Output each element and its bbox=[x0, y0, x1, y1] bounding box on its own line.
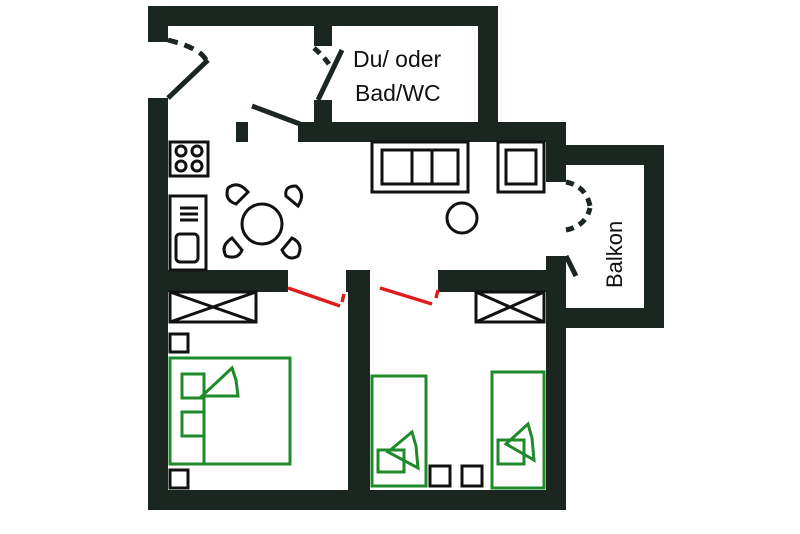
nightstand-icon bbox=[168, 332, 484, 490]
wall-bath-left-upper bbox=[314, 6, 332, 46]
stove-icon bbox=[168, 140, 210, 178]
bathroom-label-line2: Bad/WC bbox=[355, 80, 441, 106]
wall-top-bath bbox=[318, 6, 498, 26]
bed-icon bbox=[490, 370, 546, 490]
entry-door-swing bbox=[167, 37, 209, 62]
wall-entry-left-upper bbox=[148, 6, 168, 42]
armchair-icon bbox=[496, 140, 546, 194]
bedroom1-door-tick bbox=[340, 293, 346, 303]
bed-icon bbox=[370, 374, 428, 488]
bath-door bbox=[315, 48, 345, 102]
balcony-door-swing-top bbox=[565, 179, 593, 207]
balcony-label: Balkon bbox=[602, 221, 627, 288]
entry-door bbox=[166, 58, 210, 100]
balcony-top bbox=[546, 145, 664, 165]
bedroom2-door bbox=[379, 286, 433, 306]
hall-door bbox=[251, 103, 301, 127]
wall-bath-right bbox=[478, 6, 498, 140]
bedroom2-door-tick bbox=[434, 289, 440, 299]
wall-entry-left-lower bbox=[148, 98, 168, 498]
balcony-door-swing-bottom bbox=[565, 207, 593, 233]
round-table-icon bbox=[445, 201, 479, 235]
sofa-icon bbox=[370, 140, 470, 194]
walls bbox=[148, 6, 664, 510]
doors bbox=[166, 37, 593, 278]
wall-top-left bbox=[148, 6, 328, 26]
balcony-right bbox=[644, 145, 664, 327]
bed-icon bbox=[168, 356, 292, 466]
wall-bath-bottom bbox=[298, 122, 564, 142]
wall-bottom bbox=[148, 490, 566, 510]
sink-icon bbox=[168, 194, 208, 272]
wall-bedroom-divider bbox=[348, 270, 370, 510]
wall-mid-left bbox=[148, 270, 288, 292]
dining-table-icon bbox=[222, 183, 303, 260]
bath-door-swing bbox=[312, 46, 335, 72]
bedroom-door-openings bbox=[287, 286, 440, 308]
wall-hall-top bbox=[236, 122, 248, 142]
wardrobe-icon bbox=[168, 290, 258, 324]
wall-mid-right bbox=[438, 270, 566, 292]
wardrobe-icon bbox=[474, 290, 546, 324]
wall-right-lower bbox=[546, 256, 566, 510]
balcony-door-lower bbox=[563, 254, 579, 278]
balcony-bottom bbox=[546, 308, 664, 328]
bedroom1-door bbox=[287, 286, 341, 308]
bathroom-label-line1: Du/ oder bbox=[353, 46, 442, 72]
